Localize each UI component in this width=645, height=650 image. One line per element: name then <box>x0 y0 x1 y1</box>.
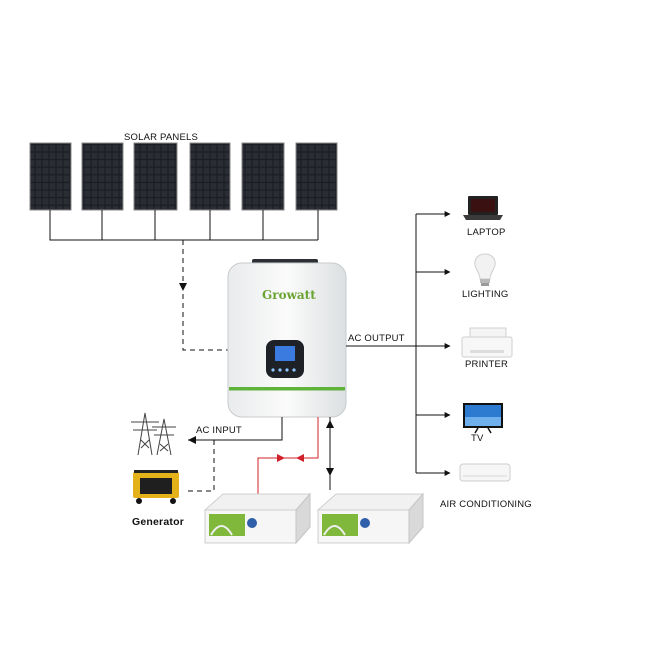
tv-icon <box>463 403 503 434</box>
inverter-icon: Growatt <box>227 259 347 418</box>
battery-icon <box>316 492 425 545</box>
ac-output-label: AC OUTPUT <box>348 333 405 344</box>
inverter-brand: Growatt <box>262 288 316 302</box>
solar-panel-icon <box>133 142 178 211</box>
air-conditioner-icon <box>459 463 511 482</box>
printer-label: PRINTER <box>465 359 509 370</box>
laptop-icon <box>463 196 503 220</box>
air-conditioning-label: AIR CONDITIONING <box>440 499 532 510</box>
pv-dc-line <box>179 240 228 351</box>
tv-label: TV <box>471 433 484 444</box>
ac-input-line <box>188 417 283 492</box>
solar-panels-label: SOLAR PANELS <box>124 132 199 143</box>
solar-panel-icon <box>29 142 72 211</box>
power-tower-icon <box>131 412 176 456</box>
light-bulb-icon <box>474 253 496 286</box>
solar-panel-icon <box>295 142 338 211</box>
panel-wiring <box>49 210 319 241</box>
solar-panel-icon <box>241 142 285 211</box>
solar-panel-icon <box>81 142 124 211</box>
ac-output-bus <box>346 211 451 476</box>
printer-icon <box>461 327 513 358</box>
laptop-label: LAPTOP <box>467 227 506 238</box>
solar-panel-array <box>29 142 338 211</box>
generator-icon <box>133 470 179 504</box>
battery-icon <box>203 492 312 545</box>
battery-link <box>257 417 334 510</box>
solar-panel-icon <box>189 142 231 211</box>
generator-label: Generator <box>132 516 184 528</box>
ac-input-label: AC INPUT <box>196 425 242 436</box>
lighting-label: LIGHTING <box>462 289 509 300</box>
